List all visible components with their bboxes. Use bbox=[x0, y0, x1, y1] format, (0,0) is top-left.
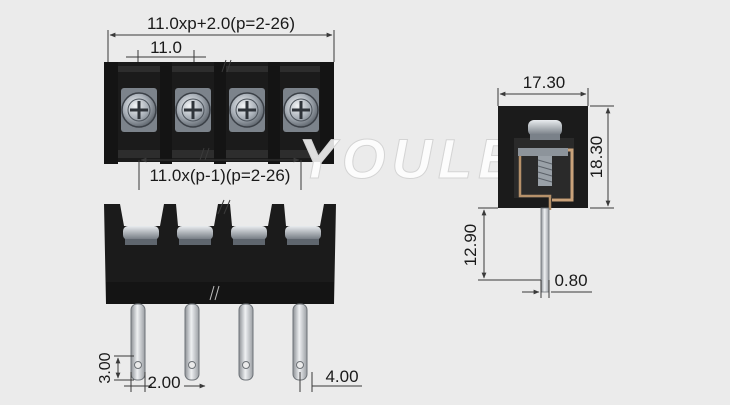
dim-span-label: 11.0x(p-1)(p=2-26) bbox=[150, 166, 291, 185]
front-pins bbox=[130, 303, 308, 381]
dim-pin-spacing-label: 4.00 bbox=[325, 367, 358, 386]
top-screw-3 bbox=[229, 88, 265, 132]
watermark-logo: YOULE bbox=[299, 127, 522, 190]
dim-pin-spacing: 4.00 bbox=[299, 367, 362, 392]
side-view: 17.30 18.30 1 bbox=[461, 73, 614, 298]
dim-side-height: 18.30 bbox=[587, 105, 614, 209]
dim-pin-width: 2.00 bbox=[124, 372, 206, 392]
dim-side-height-label: 18.30 bbox=[587, 136, 606, 179]
dim-pitch: 11.0 bbox=[126, 38, 206, 70]
front-screw-heads bbox=[123, 226, 321, 245]
top-screw-1 bbox=[121, 88, 157, 132]
top-screws bbox=[121, 88, 319, 132]
dim-pitch-label: 11.0 bbox=[150, 38, 182, 57]
top-screw-2 bbox=[175, 88, 211, 132]
dim-pin-thickness: 0.80 bbox=[522, 271, 592, 298]
dim-pin-thickness-label: 0.80 bbox=[554, 271, 587, 290]
front-view: 3.00 2.00 4.00 bbox=[97, 199, 362, 392]
dim-pin-length: 12.90 bbox=[461, 207, 541, 281]
side-pin bbox=[540, 207, 550, 293]
dim-pin-length-label: 12.90 bbox=[461, 224, 480, 267]
dim-span: 11.0x(p-1)(p=2-26) bbox=[138, 157, 302, 190]
dim-pin-hole: 3.00 bbox=[97, 352, 134, 384]
dim-side-width: 17.30 bbox=[497, 73, 589, 106]
dim-pin-width-label: 2.00 bbox=[147, 373, 180, 392]
dim-side-width-label: 17.30 bbox=[523, 73, 566, 92]
top-screw-4 bbox=[283, 88, 319, 132]
dim-pin-hole-label: 3.00 bbox=[97, 352, 114, 383]
top-view: 11.0xp+2.0(p=2-26) 11.0 bbox=[104, 14, 335, 190]
dim-total-width: 11.0xp+2.0(p=2-26) bbox=[107, 14, 335, 62]
dim-total-width-label: 11.0xp+2.0(p=2-26) bbox=[147, 14, 295, 33]
